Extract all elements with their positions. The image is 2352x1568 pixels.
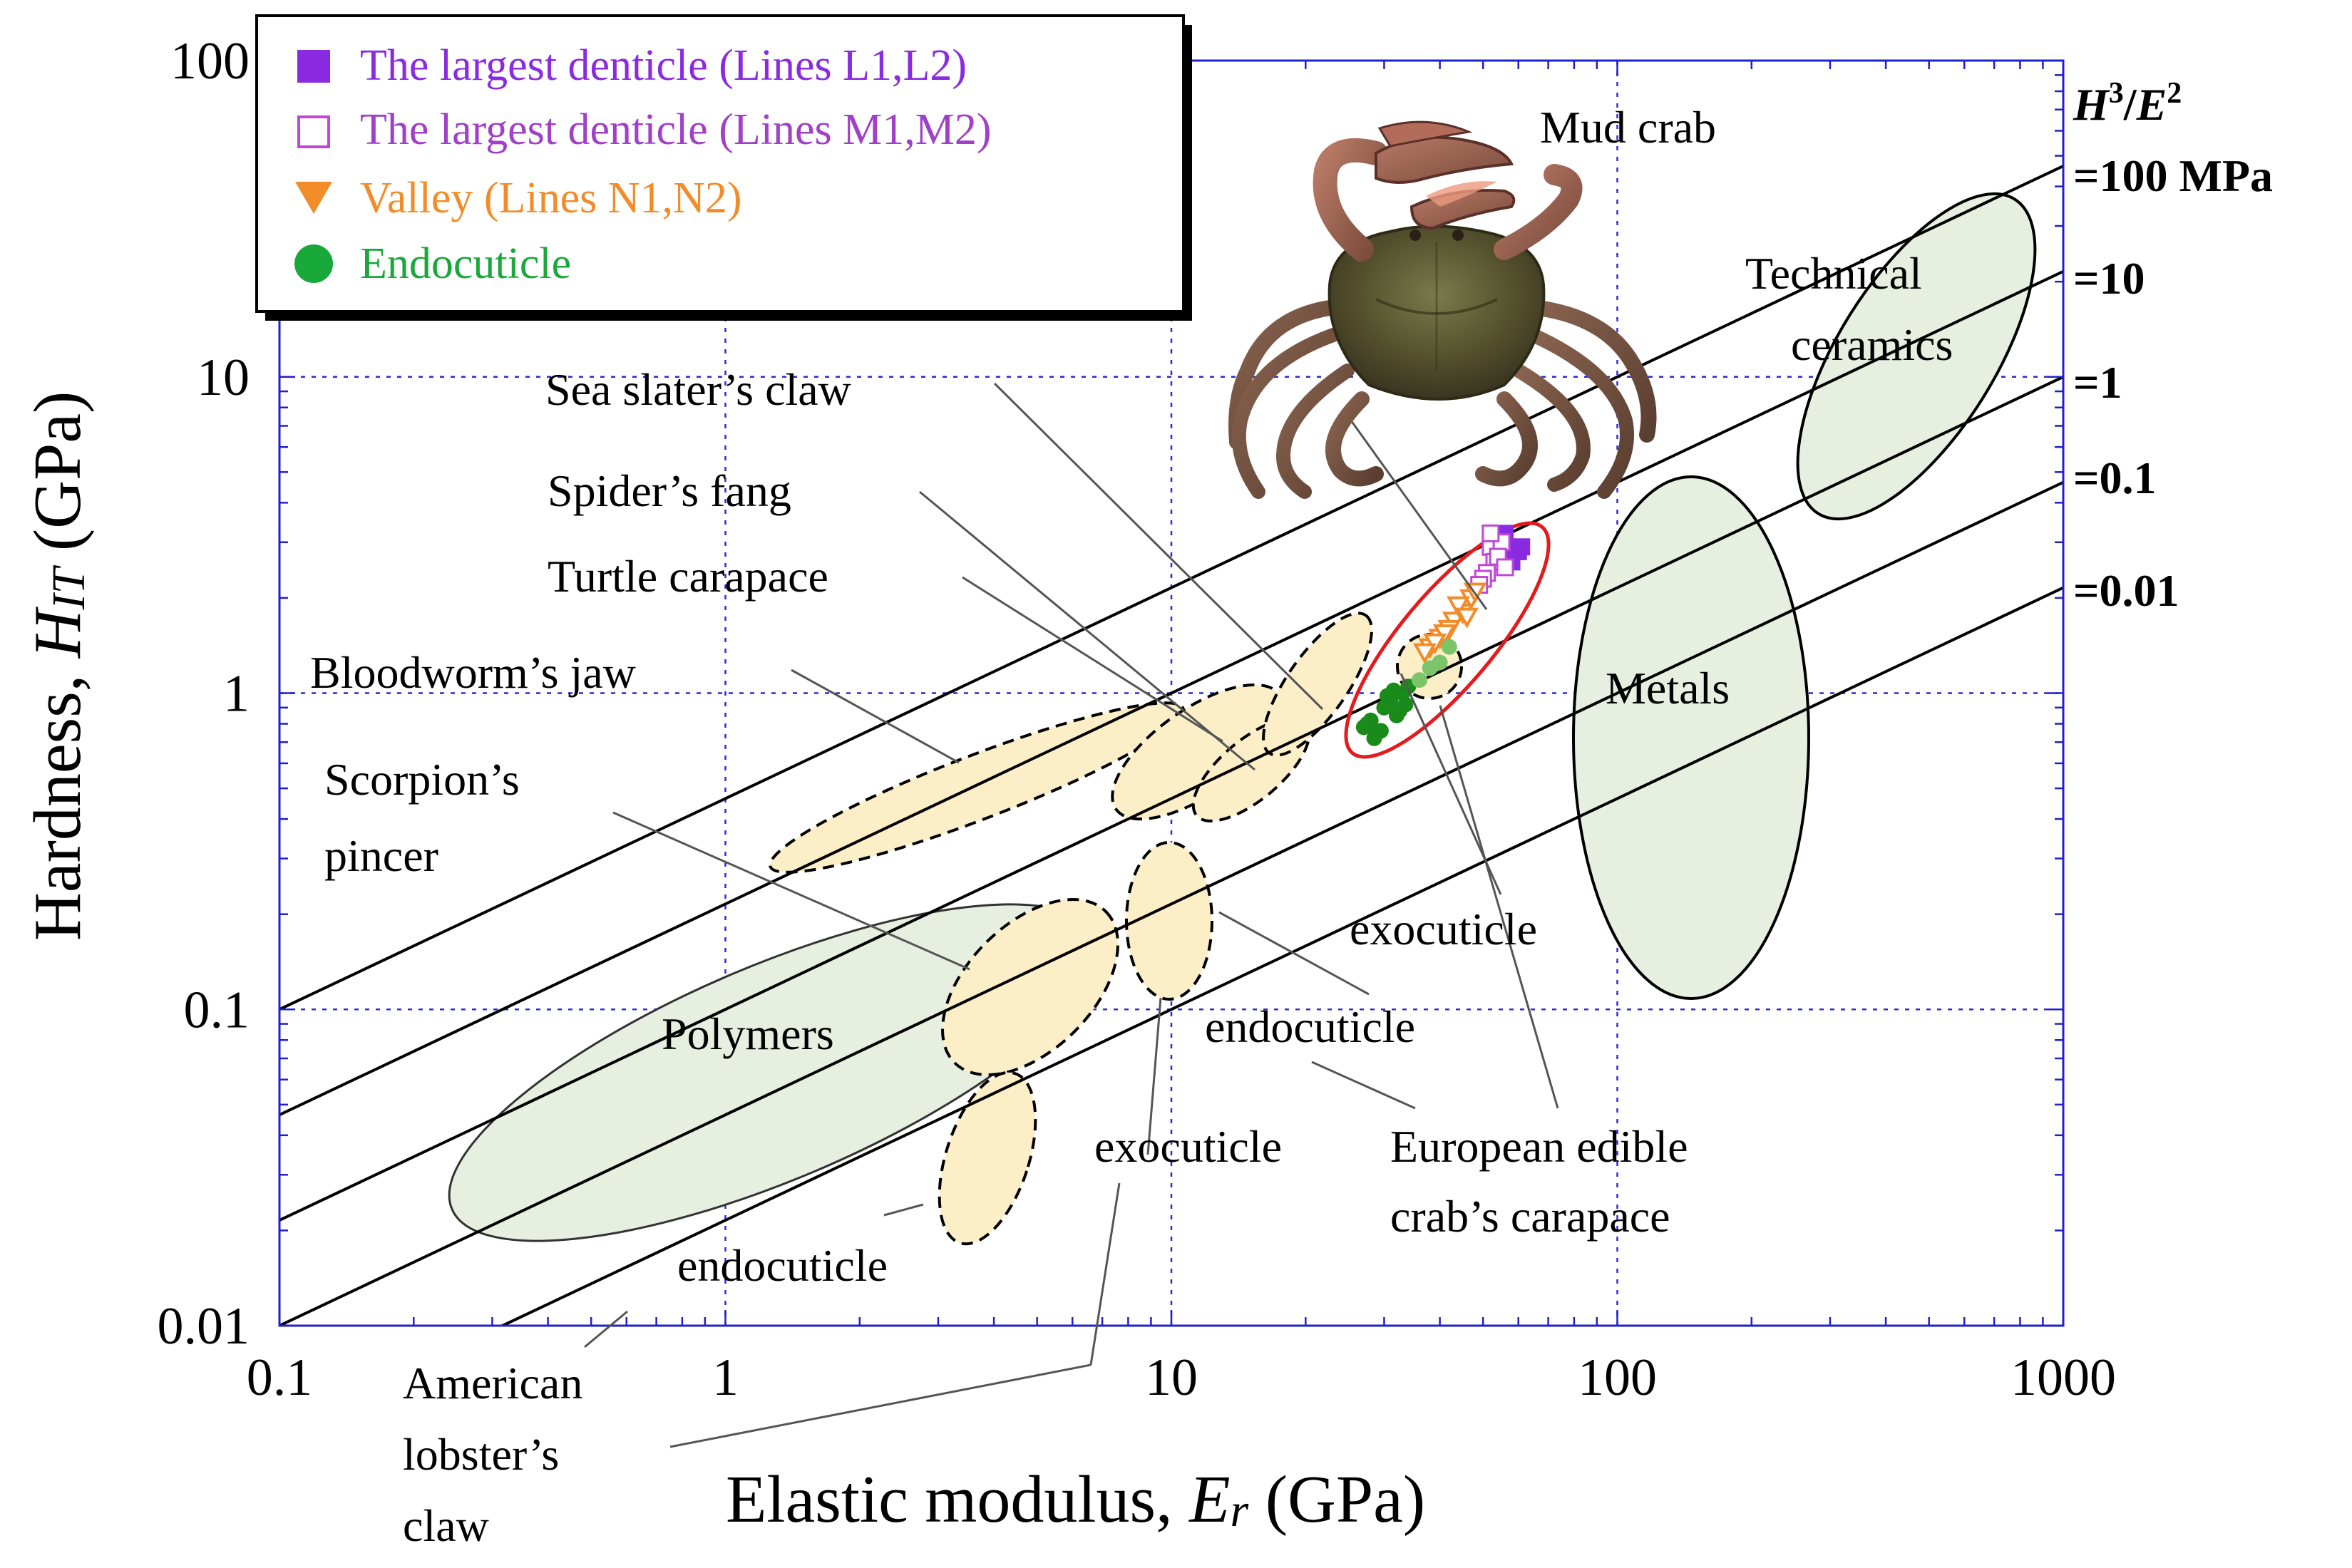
label-euro-exocuticle: exocuticle <box>1350 904 1537 954</box>
point-l1l2 <box>1513 538 1531 556</box>
ellipse-lobster-endocuticle <box>938 1071 1037 1246</box>
point-m1m2 <box>1481 524 1500 542</box>
label-technical-ceramics-2: ceramics <box>1791 319 1953 370</box>
annotations: Mud crab Technical ceramics Metals Polym… <box>310 102 1953 1551</box>
point-endocuticle <box>1385 682 1402 698</box>
point-valley <box>1423 633 1447 654</box>
leader-lobster-1 <box>584 1310 628 1348</box>
label-american-lobster-2: lobster’s <box>403 1429 559 1480</box>
iso-label-0.1: =0.1 <box>2073 453 2156 503</box>
y-tick-label: 100 <box>170 32 250 91</box>
iso-ratio-line <box>279 269 2063 1117</box>
iso-ratio-line <box>279 164 2063 1011</box>
x-tick-label: 10 <box>1145 1348 1198 1407</box>
legend-marker-filled-square <box>297 50 330 83</box>
iso-ratio-line <box>279 375 2063 1222</box>
label-euro-endocuticle: endocuticle <box>1205 1001 1415 1052</box>
label-european-crab-1: European edible <box>1390 1121 1688 1172</box>
y-tick-label: 10 <box>197 349 250 407</box>
label-metals: Metals <box>1606 663 1730 713</box>
label-european-crab-2: crab’s carapace <box>1390 1191 1670 1242</box>
leader-mud-crab <box>1350 420 1488 610</box>
iso-label-0.01: =0.01 <box>2073 565 2179 616</box>
region-ellipses <box>448 192 2037 1246</box>
point-valley <box>1455 607 1479 629</box>
leader-spider <box>919 490 1255 771</box>
ellipse-mud-crab-highlight <box>1344 521 1551 759</box>
point-endocuticle <box>1397 696 1414 713</box>
legend-label-valley: Valley (Lines N1,N2) <box>360 174 741 222</box>
legend-marker-triangle <box>295 182 332 214</box>
ellipse-lobster-exocuticle <box>1125 841 1213 1001</box>
ellipse-scorpion-pincer <box>941 898 1119 1076</box>
label-american-lobster-3: claw <box>403 1500 489 1551</box>
label-spider-fang: Spider’s fang <box>548 465 791 516</box>
label-scorpion-1: Scorpion’s <box>324 754 520 805</box>
point-endocuticle <box>1372 723 1389 739</box>
iso-label-10: =10 <box>2073 253 2145 304</box>
iso-ratio-lines <box>279 164 2063 1326</box>
legend-marker-circle <box>294 244 333 283</box>
point-endocuticle <box>1441 639 1457 655</box>
label-sea-slater-claw: Sea slater’s claw <box>545 364 851 415</box>
label-lobster-exocuticle: exocuticle <box>1094 1121 1282 1172</box>
leader-euro-endocuticle <box>1218 911 1370 996</box>
ellipse-technical-ceramics <box>1796 192 2037 521</box>
leader-lobster-3 <box>1089 1182 1121 1366</box>
iso-label-1: =1 <box>2073 357 2122 408</box>
leader-turtle <box>962 576 1223 743</box>
point-endocuticle <box>1359 716 1375 732</box>
x-tick-label: 1 <box>712 1348 739 1407</box>
label-lobster-endocuticle: endocuticle <box>677 1240 888 1291</box>
leader-lines <box>584 382 1559 1448</box>
label-mud-crab: Mud crab <box>1540 102 1716 153</box>
label-polymers: Polymers <box>662 1009 834 1059</box>
ellipse-metals <box>1572 475 1810 1000</box>
leader-scorpion <box>612 811 970 971</box>
point-m1m2 <box>1496 558 1514 577</box>
x-axis-label: Elastic modulus, Er (GPa) <box>726 1463 1425 1537</box>
leader-lobster-endocuticle <box>883 1203 924 1217</box>
leader-lobster-exocuticle <box>1146 997 1162 1155</box>
y-tick-label: 0.1 <box>184 981 250 1039</box>
iso-ratio-line <box>279 480 2063 1326</box>
point-valley <box>1412 643 1437 664</box>
y-tick-label: 0.01 <box>158 1297 250 1356</box>
label-scorpion-2: pincer <box>324 830 438 881</box>
leader-bloodworm <box>791 669 960 764</box>
leader-euro-carapace-1 <box>1439 705 1559 1109</box>
point-endocuticle <box>1411 672 1427 688</box>
iso-header: H3/E2 <box>2073 77 2182 130</box>
x-tick-label: 1000 <box>2011 1348 2116 1407</box>
iso-label-100: =100 MPa <box>2073 150 2273 201</box>
legend-marker-open-square <box>297 115 330 148</box>
iso-ratio-labels: H3/E2 =100 MPa =10 =1 =0.1 =0.01 <box>2073 77 2273 616</box>
leader-sea-slater <box>993 382 1324 711</box>
y-axis-label: Hardness, HIT (GPa) <box>21 391 95 941</box>
point-endocuticle <box>1432 654 1448 671</box>
leader-lobster-2 <box>669 1363 1092 1448</box>
legend-box <box>255 14 1185 313</box>
x-tick-label: 0.1 <box>247 1348 313 1407</box>
ellipse-polymers <box>448 903 1099 1242</box>
legend-label-endocuticle: Endocuticle <box>360 239 571 288</box>
label-turtle-carapace: Turtle carapace <box>548 551 828 602</box>
iso-ratio-line <box>499 586 2063 1326</box>
data-points <box>1355 524 1531 746</box>
label-technical-ceramics-1: Technical <box>1745 248 1922 299</box>
leader-euro-carapace-2 <box>1311 1061 1416 1110</box>
label-bloodworm-jaw: Bloodworm’s jaw <box>310 647 636 698</box>
label-american-lobster-1: American <box>403 1358 582 1408</box>
legend: The largest denticle (Lines L1,L2) The l… <box>255 14 1192 321</box>
y-tick-label: 1 <box>223 665 250 723</box>
point-valley <box>1447 596 1470 617</box>
legend-label-l1l2: The largest denticle (Lines L1,L2) <box>360 41 967 90</box>
legend-label-m1m2: The largest denticle (Lines M1,M2) <box>360 105 992 154</box>
ellipse-bloodworm-jaw <box>769 701 1185 874</box>
mud-crab-illustration <box>1228 120 1657 499</box>
x-tick-label: 100 <box>1578 1348 1657 1407</box>
